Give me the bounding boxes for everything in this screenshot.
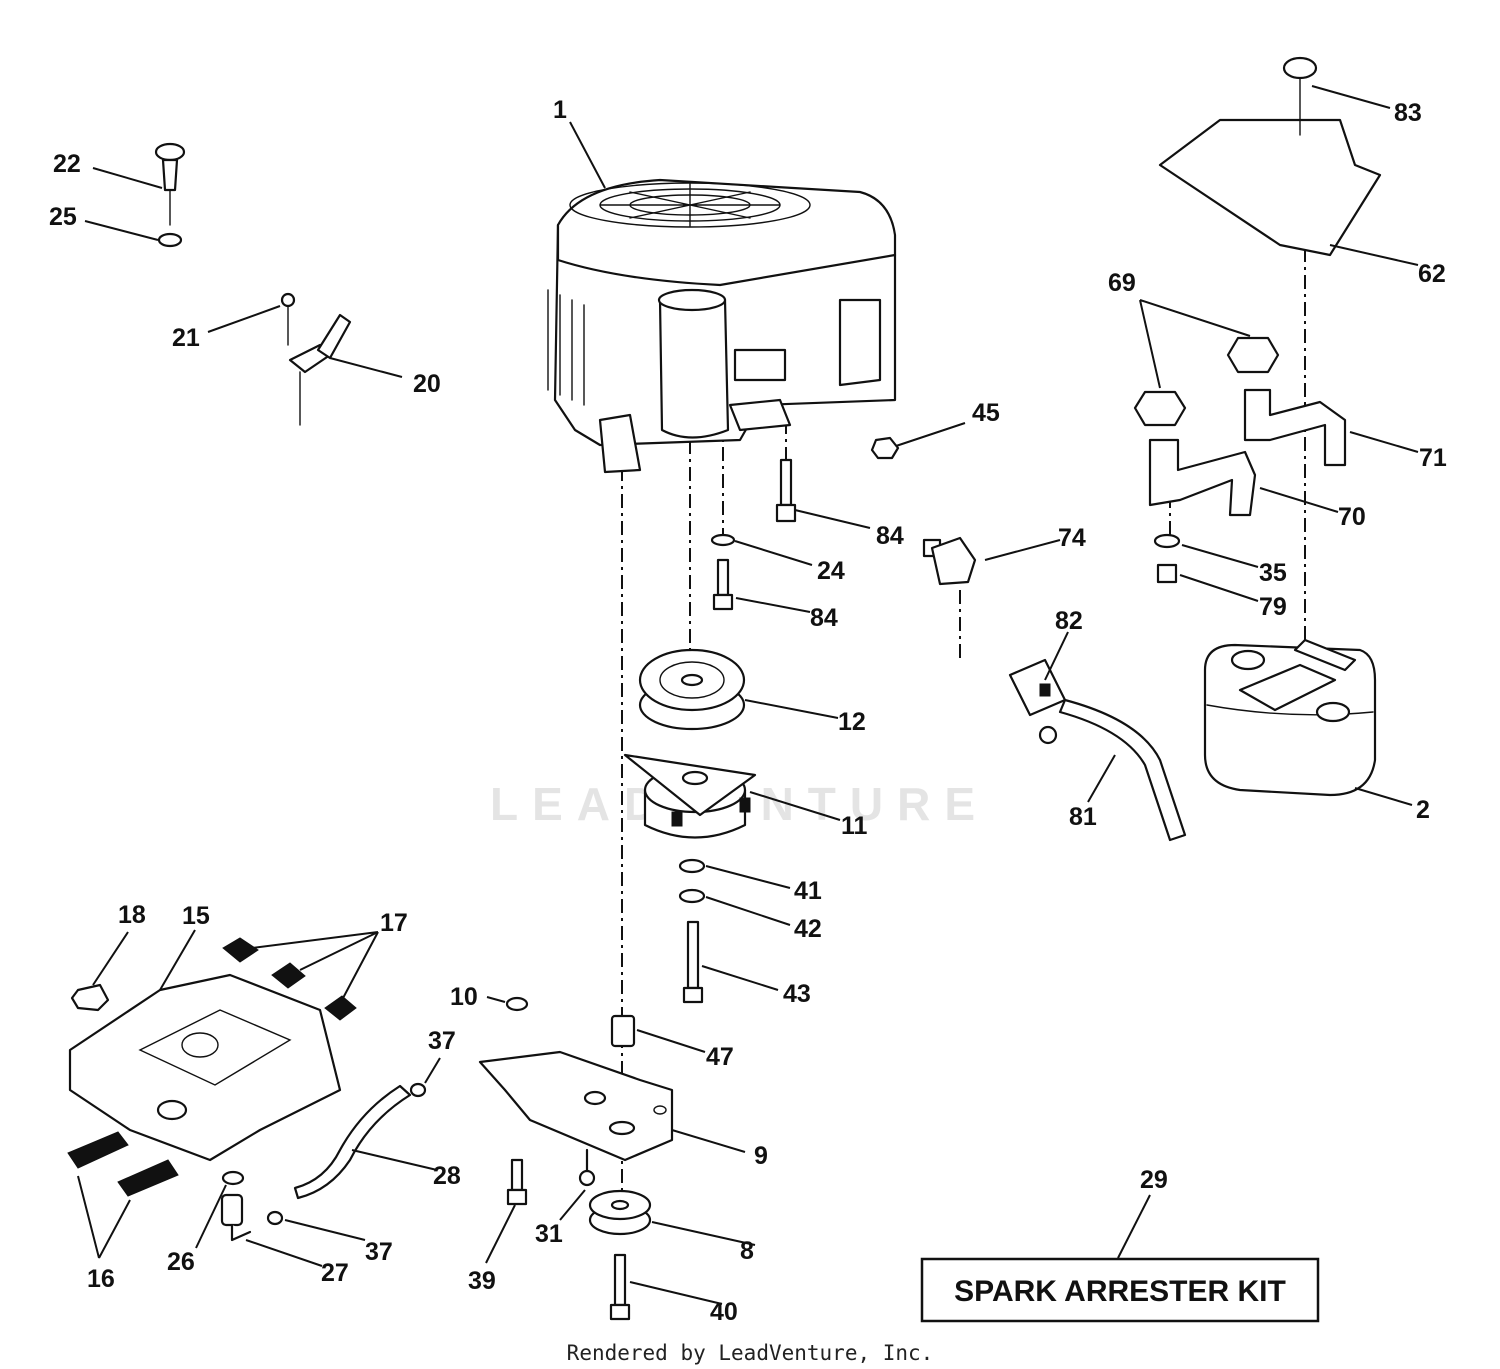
callout-37-lower: 37: [365, 1238, 393, 1266]
screw-eye-31: [578, 1148, 596, 1187]
gasket-69-b: [1133, 390, 1187, 427]
pad-17-b: [271, 962, 306, 989]
engine-shroud: [68, 973, 342, 1162]
callout-leaders: [77, 85, 1419, 1305]
callout-62: 62: [1418, 260, 1446, 288]
callout-16: 16: [87, 1265, 115, 1293]
bolt-43: [682, 920, 704, 1004]
muffler: [1203, 638, 1377, 797]
callout-35: 35: [1259, 559, 1287, 587]
callout-15: 15: [182, 902, 210, 930]
callout-2: 2: [1416, 796, 1430, 824]
callout-8: 8: [740, 1237, 754, 1265]
spark-arrester-kit-label: SPARK ARRESTER KIT: [954, 1275, 1286, 1308]
heat-shield-62: [1158, 118, 1382, 257]
callout-74: 74: [1058, 524, 1086, 552]
callout-17: 17: [380, 909, 408, 937]
spark-arrester-kit-box: SPARK ARRESTER KIT: [920, 1257, 1320, 1323]
idler-bracket: [478, 1050, 674, 1162]
fuel-hose-81: [1058, 698, 1187, 842]
washer-10: [505, 996, 529, 1012]
clamp-37-lower: [266, 1210, 284, 1226]
cap-18: [70, 983, 110, 1012]
callout-20: 20: [413, 370, 441, 398]
throttle-control: [280, 292, 352, 426]
callout-28: 28: [433, 1162, 461, 1190]
washer-26: [221, 1170, 245, 1186]
choke-knob: [154, 142, 186, 226]
callout-41: 41: [794, 877, 822, 905]
footer-credit: Rendered by LeadVenture, Inc.: [567, 1341, 934, 1365]
washer-25: [157, 232, 183, 248]
engine-pulley: [638, 648, 746, 731]
callout-1: 1: [553, 96, 567, 124]
callout-69: 69: [1108, 269, 1136, 297]
callout-40: 40: [710, 1298, 738, 1326]
washer-42: [678, 888, 706, 904]
callout-79: 79: [1259, 593, 1287, 621]
callout-27: 27: [321, 1259, 349, 1287]
engine-assembly: [547, 178, 897, 474]
callout-9: 9: [754, 1142, 768, 1170]
pad-16-b: [117, 1159, 179, 1197]
callout-12: 12: [838, 708, 866, 736]
callout-43: 43: [783, 980, 811, 1008]
bolt-39: [506, 1158, 528, 1206]
exhaust-pipe-70: [1148, 438, 1257, 517]
callout-31: 31: [535, 1220, 563, 1248]
callout-21: 21: [172, 324, 200, 352]
bolt-84-lower: [712, 558, 734, 611]
drain-hose-28: [293, 1084, 412, 1200]
callout-39: 39: [468, 1267, 496, 1295]
bolt-84-upper: [775, 458, 797, 523]
callout-37-upper: 37: [428, 1027, 456, 1055]
fuel-filter: [1008, 658, 1067, 745]
idler-pulley: [588, 1189, 652, 1236]
callout-18: 18: [118, 901, 146, 929]
gasket-69-a: [1226, 336, 1280, 374]
callout-70: 70: [1338, 503, 1366, 531]
fitting-74: [922, 536, 977, 586]
bolt-40: [609, 1253, 631, 1321]
bolt-83: [1282, 56, 1318, 136]
callout-24: 24: [817, 557, 845, 585]
callout-83: 83: [1394, 99, 1422, 127]
pad-17-a: [222, 937, 259, 963]
clamp-37-upper: [409, 1082, 427, 1098]
callout-25: 25: [49, 203, 77, 231]
callout-26: 26: [167, 1248, 195, 1276]
washer-24: [710, 533, 736, 547]
callout-81: 81: [1069, 803, 1097, 831]
washer-35: [1153, 533, 1181, 549]
electric-clutch: [623, 753, 757, 839]
callout-82: 82: [1055, 607, 1083, 635]
drain-valve-27: [220, 1193, 252, 1242]
bolt-79: [1156, 563, 1178, 584]
spacer-47: [610, 1014, 636, 1048]
pad-17-c: [324, 995, 357, 1021]
callout-71: 71: [1419, 444, 1447, 472]
callout-10: 10: [450, 983, 478, 1011]
callout-11: 11: [841, 812, 868, 840]
washer-41: [678, 858, 706, 874]
callout-42: 42: [794, 915, 822, 943]
callout-45: 45: [972, 399, 1000, 427]
callout-84-lower: 84: [810, 604, 838, 632]
callout-29: 29: [1140, 1166, 1168, 1194]
callout-47: 47: [706, 1043, 734, 1071]
pad-16-a: [67, 1131, 129, 1169]
callout-22: 22: [53, 150, 81, 178]
callout-84-upper: 84: [876, 522, 904, 550]
nut-45: [870, 436, 900, 460]
exhaust-pipe-71: [1243, 388, 1347, 467]
callout-labels: 1 22 25 21 20 45 83 62 69 71 70 35 79 74…: [49, 96, 1447, 1326]
